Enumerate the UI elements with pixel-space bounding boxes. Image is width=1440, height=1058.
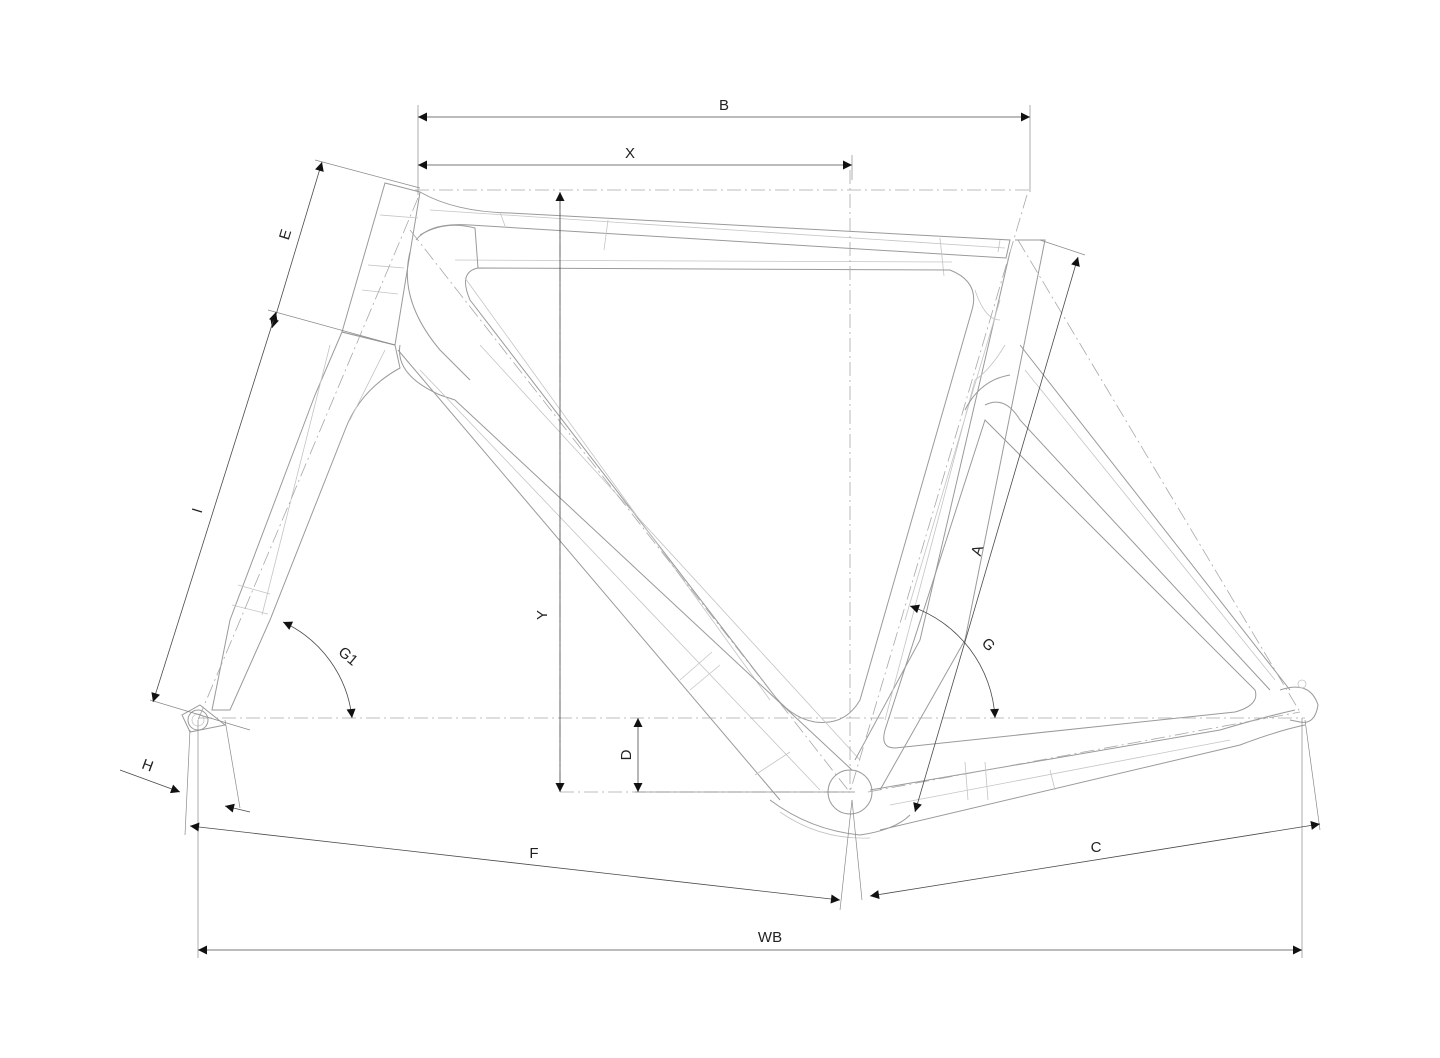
label-y: Y — [534, 610, 551, 620]
top-tube — [415, 191, 1011, 259]
seat-tube — [854, 239, 1046, 791]
fork — [211, 331, 401, 711]
center-lines — [197, 170, 1305, 793]
dimension-lines — [119, 112, 1321, 955]
extension-lines — [149, 105, 1321, 958]
label-h: H — [140, 756, 156, 776]
dim-line-e — [270, 161, 324, 329]
rear-triangle-inner — [883, 419, 1257, 749]
label-b: B — [719, 97, 729, 114]
dimension-labels: B X E I G1 Y A G D H F C WB — [140, 97, 1102, 946]
label-g1: G1 — [335, 644, 361, 670]
main-triangle-inner — [465, 267, 975, 724]
rear-dropout — [1279, 686, 1319, 723]
label-wb: WB — [758, 929, 782, 946]
dim-line-a — [913, 256, 1080, 813]
frame-outline — [181, 182, 1319, 839]
label-i: I — [189, 506, 206, 515]
label-x: X — [625, 145, 635, 162]
down-tube — [397, 349, 853, 801]
dim-line-f — [189, 822, 841, 904]
angle-arc-g — [909, 604, 1000, 719]
angle-arc-g1 — [282, 621, 356, 719]
label-e: E — [276, 227, 295, 242]
dim-line-i — [151, 311, 278, 703]
label-f: F — [529, 845, 538, 862]
label-c: C — [1091, 839, 1102, 856]
dim-line-h2 — [224, 803, 251, 813]
dim-line-h — [119, 769, 181, 794]
label-d: D — [618, 749, 635, 760]
seat-stay — [984, 344, 1291, 691]
label-a: A — [968, 543, 987, 558]
dim-line-c — [869, 820, 1321, 900]
label-g: G — [978, 635, 998, 655]
